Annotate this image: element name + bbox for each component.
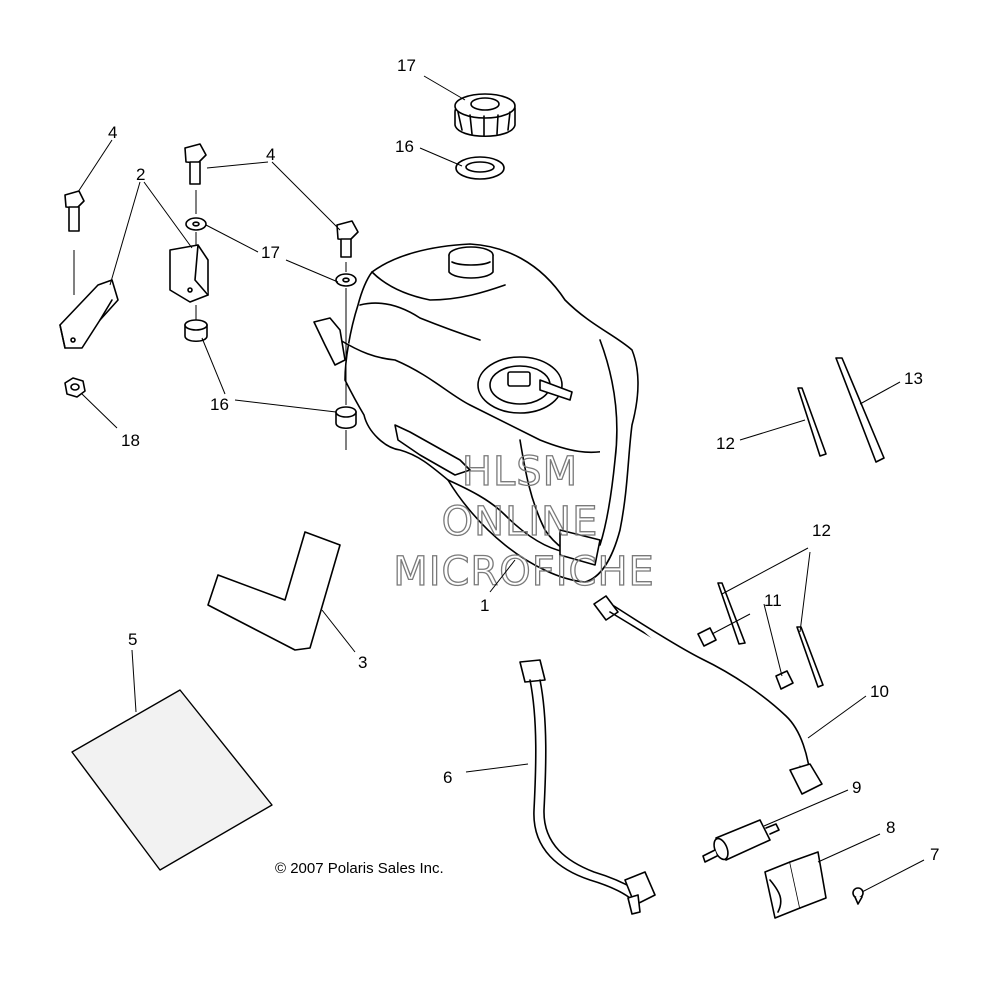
watermark: HLSM ONLINE MICROFICHE: [393, 448, 655, 595]
callout-17: 17: [261, 243, 280, 262]
callout-4-left: 4: [108, 123, 117, 142]
washer-upper[interactable]: [185, 217, 207, 231]
watermark-line-1: HLSM: [462, 449, 578, 495]
cable-tie-long[interactable]: [835, 357, 885, 463]
cable-tie-lower-1[interactable]: [717, 582, 746, 645]
gasket[interactable]: [455, 156, 505, 180]
cable-tie-lower-2[interactable]: [796, 626, 824, 688]
clip-1[interactable]: [697, 627, 717, 647]
bolt-left[interactable]: [64, 190, 85, 232]
fuel-filter[interactable]: [702, 819, 780, 863]
callout-13: 13: [904, 369, 923, 388]
callout-14: 16: [395, 137, 414, 156]
callout-3: 3: [358, 653, 367, 672]
fuel-hose-6[interactable]: [519, 659, 656, 915]
fuel-hose-10[interactable]: [593, 595, 823, 795]
callout-1: 1: [480, 596, 489, 615]
callout-11: 11: [764, 591, 782, 610]
callout-16: 16: [210, 395, 229, 414]
pad-angled[interactable]: [207, 531, 341, 651]
callout-9: 9: [852, 778, 861, 797]
callout-2: 2: [136, 165, 145, 184]
callout-labels: 17 16 4 4 2 17 16 18 1 3 5 6 7 8 9 10 11…: [108, 56, 939, 864]
screw[interactable]: [852, 887, 864, 905]
bushing-center[interactable]: [184, 319, 208, 343]
callout-5: 5: [128, 630, 137, 649]
copyright-notice: © 2007 Polaris Sales Inc.: [275, 860, 444, 877]
callout-10: 10: [870, 682, 889, 701]
callout-7: 7: [930, 845, 939, 864]
callout-18: 18: [121, 431, 140, 450]
bolt-upper[interactable]: [184, 143, 207, 185]
bushing-right[interactable]: [335, 406, 357, 430]
cable-tie-upper[interactable]: [797, 387, 827, 457]
callout-8: 8: [886, 818, 895, 837]
decal-sheet[interactable]: [71, 689, 273, 871]
callout-12-upper: 12: [716, 434, 735, 453]
fuel-tank[interactable]: [313, 243, 639, 583]
callout-6: 6: [443, 768, 452, 787]
bolt-right[interactable]: [336, 220, 359, 258]
leader-lines: [73, 75, 925, 893]
callout-4-upper: 4: [266, 145, 275, 164]
washer-right[interactable]: [335, 273, 357, 287]
callout-12-lower: 12: [812, 521, 831, 540]
clip-2[interactable]: [775, 670, 794, 690]
bracket-left[interactable]: [59, 279, 119, 349]
callout-15: 17: [397, 56, 416, 75]
watermark-line-3: MICROFICHE: [393, 549, 655, 595]
watermark-line-2: ONLINE: [442, 499, 599, 545]
nut[interactable]: [64, 377, 86, 398]
filter-bracket[interactable]: [764, 851, 827, 919]
bracket-center[interactable]: [169, 244, 209, 303]
fuel-cap[interactable]: [454, 93, 516, 138]
